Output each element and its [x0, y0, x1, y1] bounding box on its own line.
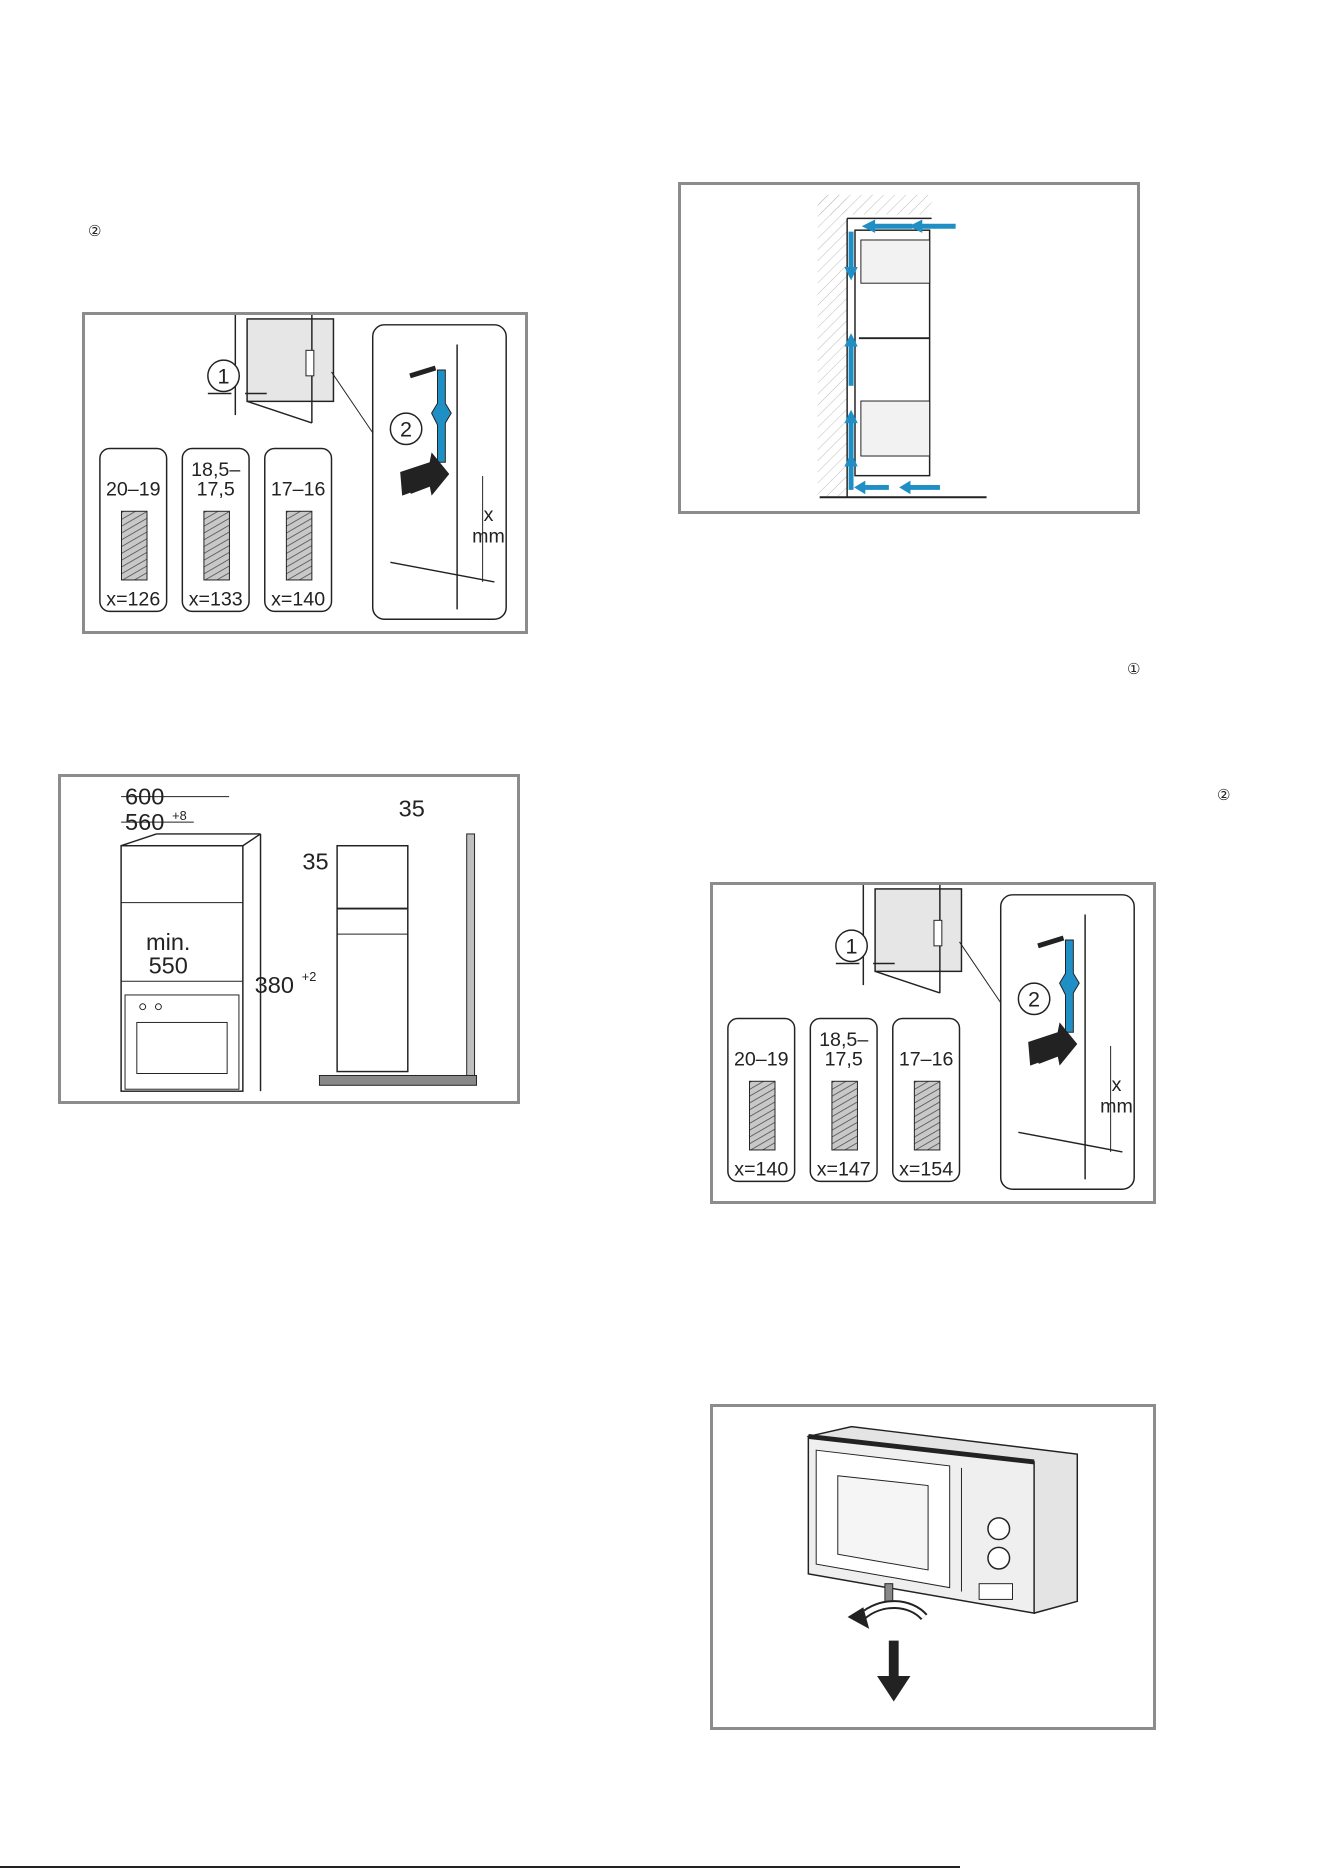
callout-2: 2 [1028, 987, 1040, 1012]
x-label: x [1112, 1074, 1122, 1096]
dim-box3: 17–16 [899, 1049, 954, 1071]
dim-35-depth: 35 [302, 848, 328, 874]
figure-hinge-adjust-left: 1 20–19 18,5– 17,5 17–16 x=126 x=133 x=1… [82, 312, 528, 634]
page-footer-rule [0, 1866, 960, 1868]
dim-35-side: 35 [399, 795, 425, 821]
dim-min-550: 550 [149, 952, 188, 978]
ventilation-diagram [681, 185, 1137, 511]
x-value-2: x=133 [189, 588, 243, 610]
hinge-diagram-right: 1 20–19 18,5– 17,5 17–16 x=140 x=147 x=1… [713, 885, 1153, 1201]
dim-box3: 17–16 [271, 479, 326, 501]
hinge-diagram-left: 1 20–19 18,5– 17,5 17–16 x=126 x=133 x=1… [85, 315, 525, 631]
step-marker-2-left: ② [88, 222, 101, 240]
figure-microwave-screw [710, 1404, 1156, 1730]
cabinet-dimensions-diagram: 600 560 +8 35 min. 550 380 +2 35 [61, 777, 517, 1101]
x-value-3: x=140 [271, 588, 325, 610]
dim-box1: 20–19 [734, 1049, 789, 1071]
mm-label: mm [1100, 1096, 1133, 1118]
figure-hinge-adjust-right: 1 20–19 18,5– 17,5 17–16 x=140 x=147 x=1… [710, 882, 1156, 1204]
mm-label: mm [472, 526, 505, 548]
step-marker-2-right: ② [1217, 786, 1230, 804]
step-marker-1-right: ① [1127, 660, 1140, 678]
dim-box1: 20–19 [106, 479, 161, 501]
x-value-3: x=154 [899, 1158, 953, 1180]
x-label: x [484, 504, 494, 526]
dim-box2-line2: 17,5 [197, 479, 235, 501]
dim-box2-line2: 17,5 [825, 1049, 863, 1071]
microwave-diagram [713, 1407, 1153, 1727]
x-value-1: x=140 [734, 1158, 788, 1180]
dim-380: 380 [255, 972, 294, 998]
x-value-2: x=147 [817, 1158, 871, 1180]
x-value-1: x=126 [106, 588, 160, 610]
figure-ventilation-airflow [678, 182, 1140, 514]
figure-cabinet-dimensions: 600 560 +8 35 min. 550 380 +2 35 [58, 774, 520, 1104]
dim-560-sup: +8 [172, 808, 187, 823]
callout-1: 1 [218, 364, 230, 389]
callout-1: 1 [846, 934, 858, 959]
dim-380-sup: +2 [302, 969, 317, 984]
dim-min: min. [146, 929, 190, 955]
callout-2: 2 [400, 417, 412, 442]
